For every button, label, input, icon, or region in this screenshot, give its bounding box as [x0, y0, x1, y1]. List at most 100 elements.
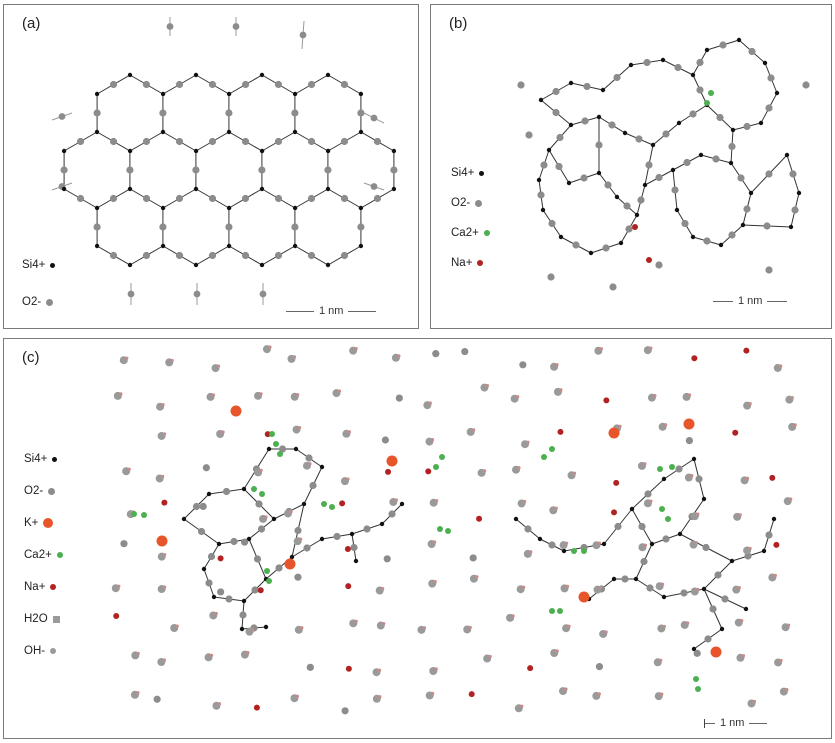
oxygen-atom: [340, 80, 349, 89]
oxygen-atom: [207, 552, 216, 561]
water-hydrogen: [346, 477, 350, 481]
oxygen-atom: [307, 80, 316, 89]
silicon-atom: [614, 194, 620, 200]
silicon-atom: [353, 558, 359, 564]
silicon-atom: [661, 476, 667, 482]
oxygen-atom: [581, 117, 589, 125]
oxygen-atom: [239, 611, 247, 619]
silicon-atom: [588, 250, 594, 256]
water-hydrogen: [378, 695, 382, 699]
silicon-atom: [536, 177, 542, 183]
oxygen-atom: [208, 80, 217, 89]
oxygen-atom: [76, 137, 85, 146]
hydroxide-ion: [432, 350, 440, 358]
silicon-atom: [358, 129, 364, 135]
oxygen-atom: [291, 223, 299, 231]
panel-b-label: (b): [449, 15, 468, 32]
oxygen-atom: [621, 575, 629, 583]
panel-b: (b) Si4+ O2- Ca2+ Na+ 1 nm: [430, 4, 832, 329]
water-hydrogen: [433, 540, 437, 544]
water-hydrogen: [664, 423, 668, 427]
legend-item-na: Na+: [451, 257, 490, 269]
silicon-atom: [259, 148, 265, 154]
sodium-ion: [257, 587, 264, 594]
sodium-ion: [345, 583, 352, 590]
legend-item-o: O2-: [22, 296, 55, 308]
silicon-atom: [94, 243, 100, 249]
panel-b-structure: [517, 37, 810, 291]
silicon-atom: [650, 142, 656, 148]
sodium-ion: [217, 555, 224, 562]
oxygen-atom: [142, 251, 151, 260]
water-hydrogen: [565, 584, 570, 588]
legend-marker-o: [48, 487, 56, 495]
silicon-atom: [292, 205, 298, 211]
legend-item-si: Si4+: [22, 259, 56, 271]
oxygen-atom: [274, 137, 283, 146]
oxygen-atom: [547, 273, 555, 281]
oxygen-atom: [671, 186, 679, 194]
water-hydrogen: [259, 468, 263, 472]
oxygen-atom: [609, 283, 617, 291]
oxygen-atom: [241, 194, 250, 203]
legend-item-oh: OH-: [24, 645, 63, 657]
legend-item-si: Si4+: [451, 167, 490, 179]
water-hydrogen: [773, 573, 777, 578]
oxygen-atom: [608, 121, 616, 129]
silicon-atom: [674, 207, 680, 213]
silicon-atom: [246, 536, 252, 542]
water-hydrogen: [211, 393, 216, 397]
panel-a-scalebar: 1 nm: [286, 305, 377, 317]
oxygen-atom: [305, 454, 313, 462]
water-hydrogen: [485, 383, 490, 388]
silicon-atom: [349, 531, 355, 537]
scalebar-label: 1 nm: [319, 305, 344, 317]
water-hydrogen: [520, 704, 524, 708]
hydroxide-ion: [217, 588, 225, 596]
legend-label-o: O2-: [451, 197, 471, 209]
calcium-ion: [665, 516, 671, 522]
water-hydrogen: [337, 389, 342, 393]
oxygen-atom: [142, 80, 151, 89]
water-hydrogen: [297, 426, 302, 430]
silicon-atom: [600, 87, 606, 93]
water-hydrogen: [295, 694, 300, 698]
oxygen-atom: [241, 251, 250, 260]
oxygen-atom: [230, 537, 238, 546]
silicon-atom: [796, 190, 802, 196]
oxygen-atom: [524, 525, 532, 533]
water-hydrogen: [308, 462, 312, 466]
silicon-atom: [690, 234, 696, 240]
silicon-atom: [596, 170, 602, 176]
water-hydrogen: [745, 476, 750, 480]
oxygen-atom: [241, 80, 250, 89]
silicon-atom: [719, 626, 725, 632]
calcium-ion: [581, 548, 587, 554]
oxygen-atom: [232, 23, 240, 30]
hydroxide-ion: [685, 437, 693, 445]
oxygen-atom: [674, 63, 682, 72]
oxygen-atom: [175, 251, 184, 260]
silicon-atom: [611, 576, 617, 582]
silicon-atom: [216, 541, 222, 547]
oxygen-atom: [175, 137, 184, 146]
potassium-ion: [578, 591, 590, 603]
oxygen-atom: [340, 137, 349, 146]
legend-marker-ca: [483, 230, 490, 236]
water-hydrogen: [785, 687, 789, 692]
silicon-atom: [661, 594, 667, 600]
water-hydrogen: [472, 428, 476, 432]
silicon-atom: [319, 536, 325, 542]
legend-marker-oh: [50, 648, 57, 654]
oxygen-atom: [613, 73, 621, 82]
water-hydrogen: [653, 394, 657, 398]
silicon-atom: [193, 262, 199, 268]
water-hydrogen: [526, 440, 530, 444]
water-hydrogen: [214, 611, 218, 616]
oxygen-atom: [743, 122, 751, 131]
calcium-ion: [259, 491, 265, 497]
oxygen-atom: [696, 86, 704, 94]
water-hydrogen: [377, 668, 382, 672]
water-hydrogen: [354, 347, 358, 351]
oxygen-atom: [695, 475, 703, 483]
